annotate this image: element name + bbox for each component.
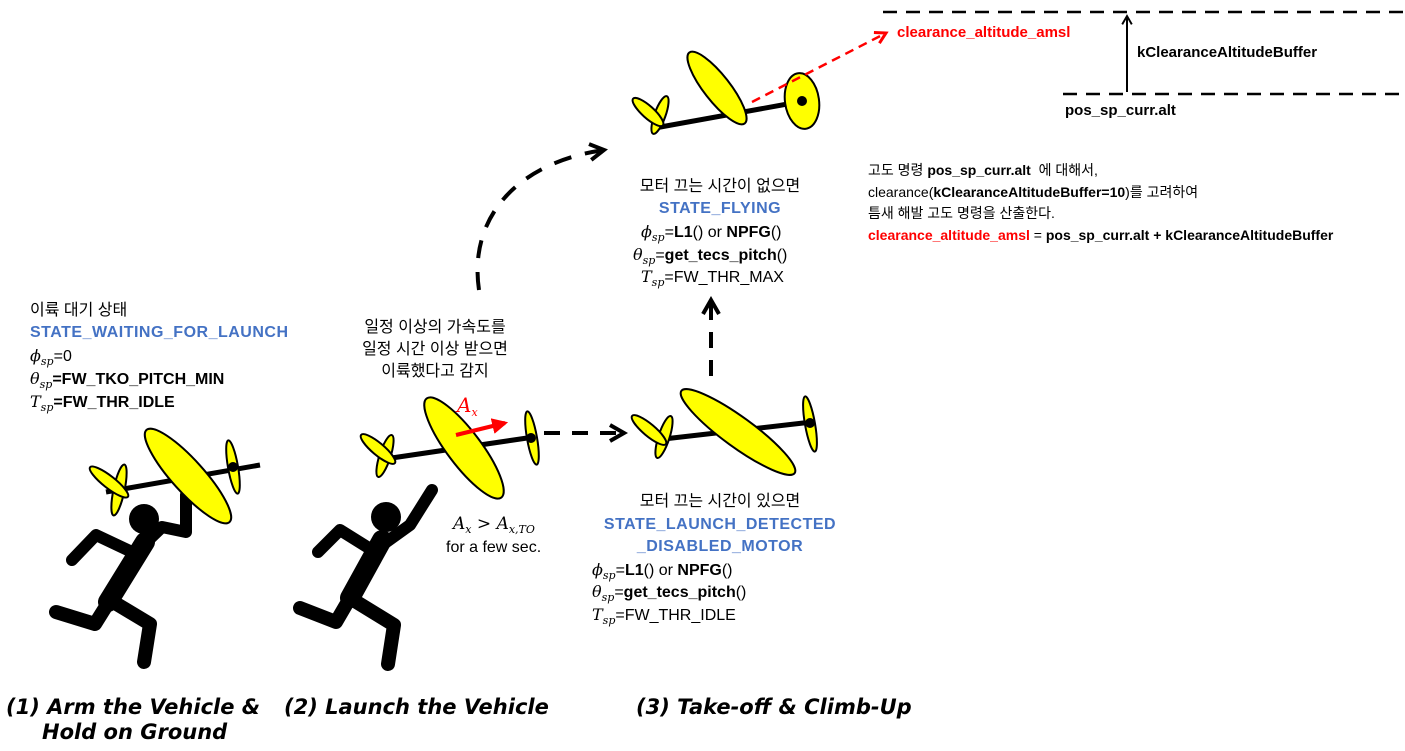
stage2-korean-line3: 이륙했다고 감지 (381, 363, 489, 380)
explanation-line3: 틈새 해발 고도 명령을 산출한다. (868, 205, 1055, 221)
flying-state-name: STATE_FLYING (658, 200, 782, 217)
airplane-icon (88, 427, 261, 525)
explanation-line1: 고도 명령 pos_sp_curr.alt 에 대해서, (868, 162, 1098, 178)
current-altitude-label: pos_sp_curr.alt (1065, 102, 1176, 119)
detected-state-line2: _DISABLED_MOTOR (636, 538, 804, 555)
detected-roll-setpoint: ϕsp=L1() or NPFG() (592, 560, 733, 582)
flying-pitch-setpoint: θsp=get_tecs_pitch() (633, 245, 788, 267)
caption-stage1-line1: (1) Arm the Vehicle & (6, 695, 261, 719)
climb-direction-arrow (751, 30, 889, 104)
airplane-icon (631, 50, 821, 135)
stage2-korean-line2: 일정 시간 이상 받으면 (362, 341, 508, 358)
stage2-korean-line1: 일정 이상의 가속도를 (364, 319, 506, 336)
buffer-label: kClearanceAltitudeBuffer (1137, 44, 1318, 61)
detected-korean-label: 모터 끄는 시간이 있으면 (639, 493, 801, 510)
explanation-formula: clearance_altitude_amsl = pos_sp_curr.al… (868, 227, 1334, 243)
caption-stage2: (2) Launch the Vehicle (284, 695, 549, 719)
stage1-korean-label: 이륙 대기 상태 (30, 302, 128, 319)
flow-arrow-to-flying (475, 142, 608, 291)
stage1-pitch-setpoint: θsp=FW_TKO_PITCH_MIN (30, 369, 225, 391)
person-holding-icon (49, 489, 192, 669)
stage1-throttle-setpoint: Tsp=FW_THR_IDLE (30, 392, 175, 414)
clearance-altitude-label: clearance_altitude_amsl (897, 24, 1071, 41)
stage1-roll-setpoint: ϕsp=0 (30, 346, 72, 368)
launch-condition: Ax > Ax,TO (453, 514, 535, 536)
stage1-state-name: STATE_WAITING_FOR_LAUNCH (30, 324, 289, 341)
explanation-line2: clearance(kClearanceAltitudeBuffer=10)를 … (868, 184, 1199, 200)
detected-state-line1: STATE_LAUNCH_DETECTED (603, 516, 837, 533)
detected-pitch-setpoint: θsp=get_tecs_pitch() (592, 582, 747, 604)
airplane-icon (630, 388, 818, 476)
flying-throttle-setpoint: Tsp=FW_THR_MAX (641, 267, 784, 289)
launch-condition-note: for a few sec. (446, 539, 542, 556)
flying-roll-setpoint: ϕsp=L1() or NPFG() (641, 222, 782, 244)
caption-stage1-line2: Hold on Ground (42, 720, 228, 744)
acceleration-arrow (455, 418, 509, 437)
acceleration-label: Ax (457, 393, 478, 419)
person-launching-icon (293, 484, 438, 671)
flying-korean-label: 모터 끄는 시간이 없으면 (639, 178, 801, 195)
caption-stage3: (3) Take-off & Climb-Up (636, 695, 912, 719)
detected-throttle-setpoint: Tsp=FW_THR_IDLE (592, 605, 736, 627)
airplane-icon (359, 396, 540, 500)
